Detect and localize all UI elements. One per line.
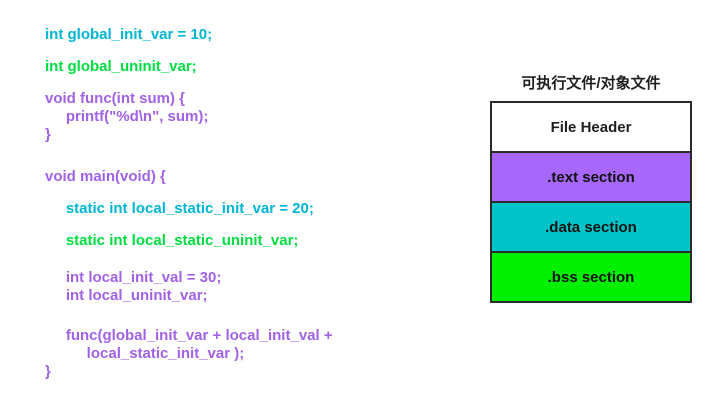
section-label: File Header <box>550 118 632 136</box>
section-label: .data section <box>545 218 637 236</box>
func-call-and-close: func(global_init_var + local_init_val + … <box>45 327 333 381</box>
code-line: } <box>45 126 51 143</box>
func-definition: void func(int sum) { printf("%d\n", sum)… <box>45 90 333 144</box>
bss-section-row: .bss section <box>492 251 690 301</box>
code-line: void func(int sum) { <box>45 90 185 107</box>
code-line: int global_uninit_var; <box>45 58 197 75</box>
section-label: .bss section <box>547 268 635 286</box>
code-line: static int local_static_init_var = 20; <box>45 200 314 217</box>
local-static-init-declaration: static int local_static_init_var = 20; <box>45 200 333 218</box>
global-uninit-var-declaration: int global_uninit_var; <box>45 58 333 76</box>
global-init-var-declaration: int global_init_var = 10; <box>45 26 333 44</box>
code-line: } <box>45 363 51 380</box>
code-line: local_static_init_var ); <box>45 345 245 362</box>
c-source-code: int global_init_var = 10; int global_unin… <box>45 26 333 381</box>
code-line: int local_init_val = 30; <box>45 269 222 286</box>
local-static-uninit-declaration: static int local_static_uninit_var; <box>45 232 333 250</box>
code-line: printf("%d\n", sum); <box>45 108 209 125</box>
code-line: static int local_static_uninit_var; <box>45 232 299 249</box>
text-section-row: .text section <box>492 151 690 201</box>
object-file-diagram: File Header .text section .data section .bs… <box>490 101 692 303</box>
main-definition-open: void main(void) { <box>45 168 333 186</box>
code-line: func(global_init_var + local_init_val + <box>45 327 333 344</box>
local-var-declarations: int local_init_val = 30; int local_unini… <box>45 269 333 305</box>
code-line: void main(void) { <box>45 168 166 185</box>
data-section-row: .data section <box>492 201 690 251</box>
code-line: int global_init_var = 10; <box>45 26 213 43</box>
code-line: int local_uninit_var; <box>45 287 208 304</box>
file-header-row: File Header <box>492 103 690 151</box>
diagram-title: 可执行文件/对象文件 <box>521 75 661 92</box>
section-label: .text section <box>547 168 635 186</box>
